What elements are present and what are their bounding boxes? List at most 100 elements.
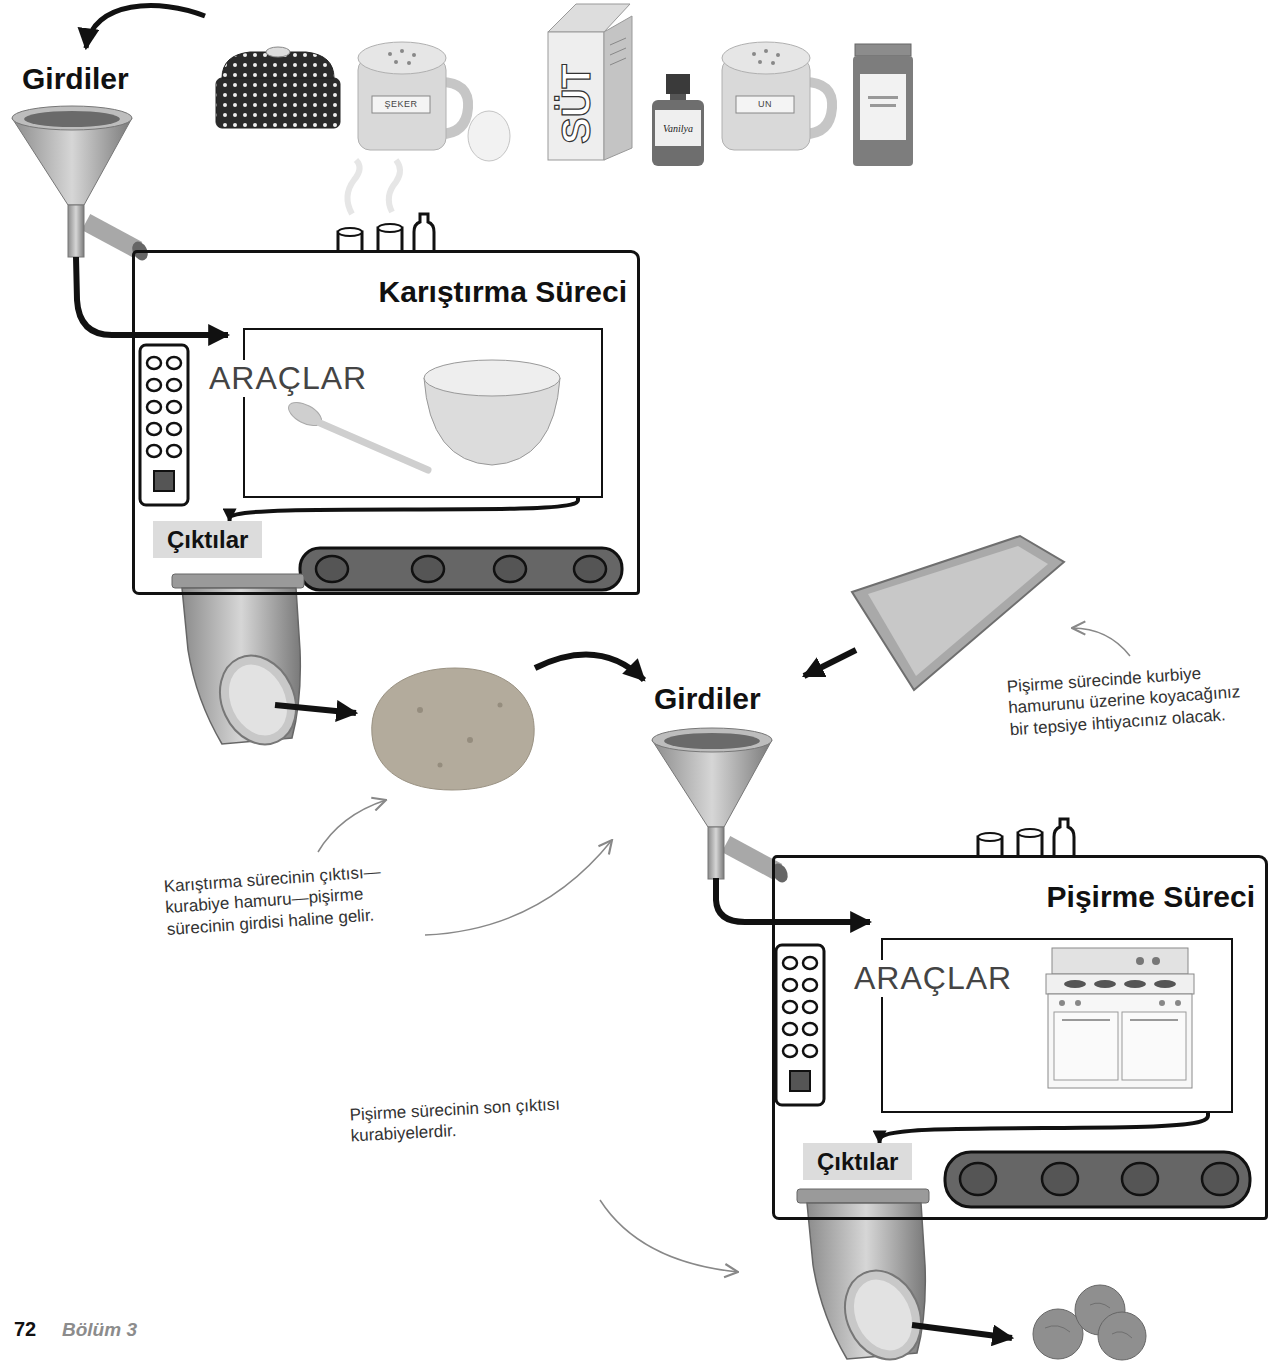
conveyor-roller	[1122, 1163, 1158, 1195]
input-pipe	[716, 878, 870, 922]
oven-burner	[1154, 980, 1176, 988]
leader-line	[1072, 628, 1130, 656]
oven-top	[1046, 974, 1194, 994]
ingredient-label: SÜT	[556, 64, 596, 144]
oven-knob	[1059, 1000, 1065, 1006]
oven-burner	[1124, 980, 1146, 988]
flow-connector	[880, 1113, 1208, 1143]
mixer-chimneys	[338, 214, 434, 252]
oven-panel	[776, 945, 824, 1105]
input-funnel	[652, 728, 791, 885]
bowl-rim	[424, 360, 560, 396]
page-number: 72	[14, 1318, 36, 1341]
oven-burner	[1094, 980, 1116, 988]
oven-outlet	[797, 1189, 935, 1363]
dough-speck	[498, 703, 503, 708]
steam	[347, 160, 359, 214]
tools-title: ARAÇLAR	[850, 960, 1016, 997]
sugar-shaker	[358, 42, 468, 150]
spice-cap	[855, 44, 911, 56]
oven-handle	[1062, 1019, 1110, 1021]
oven-door	[1054, 1012, 1118, 1080]
oven-knob	[1159, 1000, 1165, 1006]
cookie	[1098, 1312, 1146, 1360]
ingredient-label: ŞEKER	[384, 100, 417, 110]
flow-connector	[230, 498, 578, 521]
spoon-handle	[320, 423, 428, 470]
output-arrow	[912, 1325, 1012, 1338]
milk-front	[548, 32, 604, 160]
process-title: Pişirme Süreci	[1047, 880, 1255, 915]
input-funnel	[12, 106, 151, 263]
conveyor-roller	[1042, 1163, 1078, 1195]
dough-speck	[467, 737, 473, 743]
ingredient-label: UN	[758, 100, 772, 110]
vanilla-cap	[666, 74, 690, 94]
tray-arrow	[804, 650, 856, 676]
spice-label	[860, 74, 906, 140]
milk-print	[610, 48, 626, 55]
oven-door	[1122, 1012, 1186, 1080]
oven-knob	[1175, 1000, 1181, 1006]
cookie-dough	[372, 668, 534, 790]
conveyor-roller	[494, 556, 526, 582]
spice-print	[868, 96, 898, 99]
conveyor-roller	[412, 556, 444, 582]
leader-line	[600, 1200, 738, 1272]
leader-line	[318, 800, 386, 852]
output-text: Çıktılar	[167, 524, 248, 555]
milk-print	[610, 58, 626, 65]
tools-title: ARAÇLAR	[205, 360, 371, 397]
milk-side	[604, 16, 632, 160]
baking-tray	[852, 536, 1064, 690]
oven-knob	[1136, 957, 1144, 965]
input-arrow	[86, 6, 205, 48]
steam	[389, 160, 400, 212]
conveyor-roller	[960, 1163, 996, 1195]
oven-back	[1052, 948, 1188, 974]
mixer-outlet	[172, 574, 310, 757]
output-arrow	[275, 705, 356, 713]
tray-inner	[868, 546, 1048, 676]
spice-jar	[853, 56, 913, 166]
output-text: Çıktılar	[817, 1146, 898, 1177]
flour-shaker	[722, 42, 832, 150]
output-label: Çıktılar	[803, 1143, 912, 1180]
output-label: Çıktılar	[153, 521, 262, 558]
dough-speck	[438, 763, 443, 768]
dough-speck	[417, 707, 423, 713]
egg	[468, 111, 510, 161]
chapter-label: Bölüm 3	[62, 1319, 137, 1341]
process-machine: Pişirme SüreciARAÇLAR Çıktılar	[772, 855, 1268, 1220]
oven-chimneys	[978, 819, 1074, 857]
butter-dish	[216, 78, 340, 128]
oven-burner	[1064, 980, 1086, 988]
oven-knob	[1075, 1000, 1081, 1006]
oven-handle	[1130, 1019, 1178, 1021]
tools-box: ARAÇLAR	[243, 328, 603, 498]
handwritten-note: Pişirme sürecinin son çıktısı kurabiyele…	[349, 1091, 601, 1147]
conveyor-roller	[1202, 1163, 1238, 1195]
oven-knob	[1152, 957, 1160, 965]
leader-line	[425, 840, 612, 935]
process-title: Karıştırma Süreci	[379, 275, 627, 310]
tools-box: ARAÇLAR	[881, 938, 1233, 1113]
conveyor	[300, 548, 622, 590]
cookie-crack	[1045, 1303, 1132, 1338]
oven-body	[1048, 994, 1192, 1088]
handwritten-note: Karıştırma sürecinin çıktısı—kurabiye ha…	[163, 860, 399, 940]
vanilla-label	[655, 110, 701, 146]
input-label: Girdiler	[654, 682, 761, 717]
spice-print	[870, 104, 896, 107]
conveyor-roller	[316, 556, 348, 582]
process-machine: Karıştırma SüreciARAÇLAR Çıktılar	[132, 250, 640, 595]
input-pipe	[76, 257, 228, 335]
conveyor-roller	[574, 556, 606, 582]
mixer-panel	[140, 345, 188, 505]
input-label: Girdiler	[22, 62, 129, 97]
butter-knob	[266, 47, 290, 57]
dough-arrow	[535, 655, 644, 680]
vanilla-bottle	[652, 100, 704, 166]
ingredient-label: Vanilya	[663, 123, 693, 134]
